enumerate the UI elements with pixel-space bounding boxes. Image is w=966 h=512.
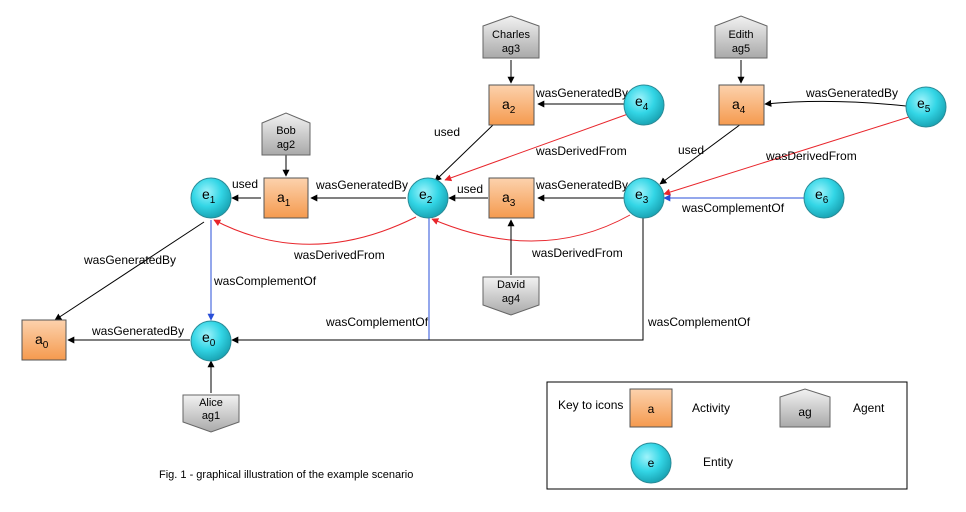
svg-text:David: David bbox=[497, 279, 525, 291]
agent-bob[interactable]: Bob ag2 bbox=[261, 112, 311, 156]
svg-text:a3: a3 bbox=[502, 189, 516, 209]
key-agent-icon: ag bbox=[779, 388, 831, 428]
label-e5-e3: wasDerivedFrom bbox=[765, 149, 857, 163]
svg-text:e: e bbox=[648, 456, 655, 470]
key-activity-icon: a bbox=[629, 388, 673, 428]
svg-text:a0: a0 bbox=[35, 331, 49, 351]
label-e1-e0: wasComplementOf bbox=[213, 274, 317, 288]
label-e3-a3: wasGeneratedBy bbox=[535, 178, 628, 192]
activity-a3[interactable]: a3 bbox=[488, 177, 535, 219]
edge-e5-e3 bbox=[663, 115, 913, 196]
label-e6-e3: wasComplementOf bbox=[681, 201, 785, 215]
key-activity-label: Activity bbox=[692, 401, 730, 415]
svg-text:ag4: ag4 bbox=[502, 293, 520, 305]
label-a4-e3: used bbox=[678, 143, 704, 157]
svg-text:e0: e0 bbox=[202, 329, 216, 349]
entity-e4[interactable]: e4 bbox=[623, 84, 665, 126]
activity-a2[interactable]: a2 bbox=[488, 84, 535, 126]
svg-text:ag2: ag2 bbox=[277, 139, 295, 151]
svg-text:ag5: ag5 bbox=[732, 43, 750, 55]
svg-text:ag3: ag3 bbox=[502, 43, 520, 55]
svg-text:e6: e6 bbox=[815, 186, 829, 206]
svg-text:Alice: Alice bbox=[199, 397, 223, 409]
label-a2-e2: used bbox=[434, 125, 460, 139]
svg-text:a4: a4 bbox=[732, 96, 746, 116]
entity-e6[interactable]: e6 bbox=[803, 177, 845, 219]
edge-e5-a4 bbox=[764, 99, 907, 107]
edge-e3-e2 bbox=[431, 214, 631, 242]
entities: e0 e1 e2 e3 e4 e5 e6 bbox=[190, 84, 947, 362]
label-e0-a0: wasGeneratedBy bbox=[91, 324, 184, 338]
svg-text:e3: e3 bbox=[635, 186, 649, 206]
entity-e3[interactable]: e3 bbox=[623, 177, 665, 219]
svg-text:Bob: Bob bbox=[276, 125, 296, 137]
svg-text:Edith: Edith bbox=[728, 29, 753, 41]
agent-david[interactable]: David ag4 bbox=[482, 276, 540, 316]
svg-text:a: a bbox=[648, 402, 655, 416]
agent-alice[interactable]: Alice ag1 bbox=[182, 394, 240, 433]
edge-labels: wasGeneratedBy wasGeneratedBy wasComplem… bbox=[83, 86, 898, 338]
key-entity-icon: e bbox=[630, 442, 672, 484]
edge-e1-a0 bbox=[54, 221, 205, 321]
label-a1-e1: used bbox=[232, 177, 258, 191]
svg-text:ag1: ag1 bbox=[202, 410, 220, 422]
entity-e0[interactable]: e0 bbox=[190, 320, 232, 362]
label-e2-e0: wasComplementOf bbox=[325, 315, 429, 329]
agents: Bob ag2 Charles ag3 Edith ag5 David ag4 … bbox=[182, 15, 768, 433]
activity-a0[interactable]: a0 bbox=[21, 319, 67, 361]
svg-text:e2: e2 bbox=[419, 186, 433, 206]
edges bbox=[54, 60, 913, 393]
svg-text:ag: ag bbox=[798, 405, 811, 419]
edge-a4-e3 bbox=[659, 123, 742, 185]
label-e3-e2: wasDerivedFrom bbox=[531, 246, 623, 260]
label-e4-e2: wasDerivedFrom bbox=[535, 144, 627, 158]
label-e1-a0: wasGeneratedBy bbox=[83, 253, 176, 267]
entity-e2[interactable]: e2 bbox=[407, 177, 449, 219]
svg-text:e4: e4 bbox=[635, 93, 649, 113]
label-e3-e0: wasComplementOf bbox=[647, 315, 751, 329]
agent-edith[interactable]: Edith ag5 bbox=[714, 15, 768, 59]
label-e5-a4: wasGeneratedBy bbox=[805, 86, 898, 100]
edge-e4-e2 bbox=[444, 113, 629, 182]
label-e2-e1: wasDerivedFrom bbox=[293, 248, 385, 262]
edge-e3-e0 bbox=[231, 217, 644, 344]
label-e4-a2: wasGeneratedBy bbox=[535, 86, 628, 100]
entity-e1[interactable]: e1 bbox=[190, 177, 232, 219]
svg-text:a1: a1 bbox=[277, 189, 291, 209]
icon-key: Key to icons a Activity ag Agent e Entit… bbox=[546, 381, 908, 490]
label-a3-e2: used bbox=[457, 182, 483, 196]
svg-text:a2: a2 bbox=[502, 96, 516, 116]
entity-e5[interactable]: e5 bbox=[905, 86, 947, 128]
key-entity-label: Entity bbox=[703, 455, 733, 469]
edge-e2-e1 bbox=[213, 216, 417, 245]
activities: a0 a1 a2 a3 a4 bbox=[21, 84, 765, 361]
activity-a4[interactable]: a4 bbox=[718, 84, 765, 126]
activity-a1[interactable]: a1 bbox=[263, 177, 309, 219]
label-e2-a1: wasGeneratedBy bbox=[315, 178, 408, 192]
key-title: Key to icons bbox=[558, 398, 623, 412]
key-agent-label: Agent bbox=[853, 401, 885, 415]
svg-text:e5: e5 bbox=[917, 95, 931, 115]
svg-text:e1: e1 bbox=[202, 186, 216, 206]
svg-text:Charles: Charles bbox=[492, 29, 530, 41]
agent-charles[interactable]: Charles ag3 bbox=[482, 15, 540, 59]
edge-a2-e2 bbox=[434, 123, 495, 182]
figure-caption: Fig. 1 - graphical illustration of the e… bbox=[159, 469, 413, 481]
